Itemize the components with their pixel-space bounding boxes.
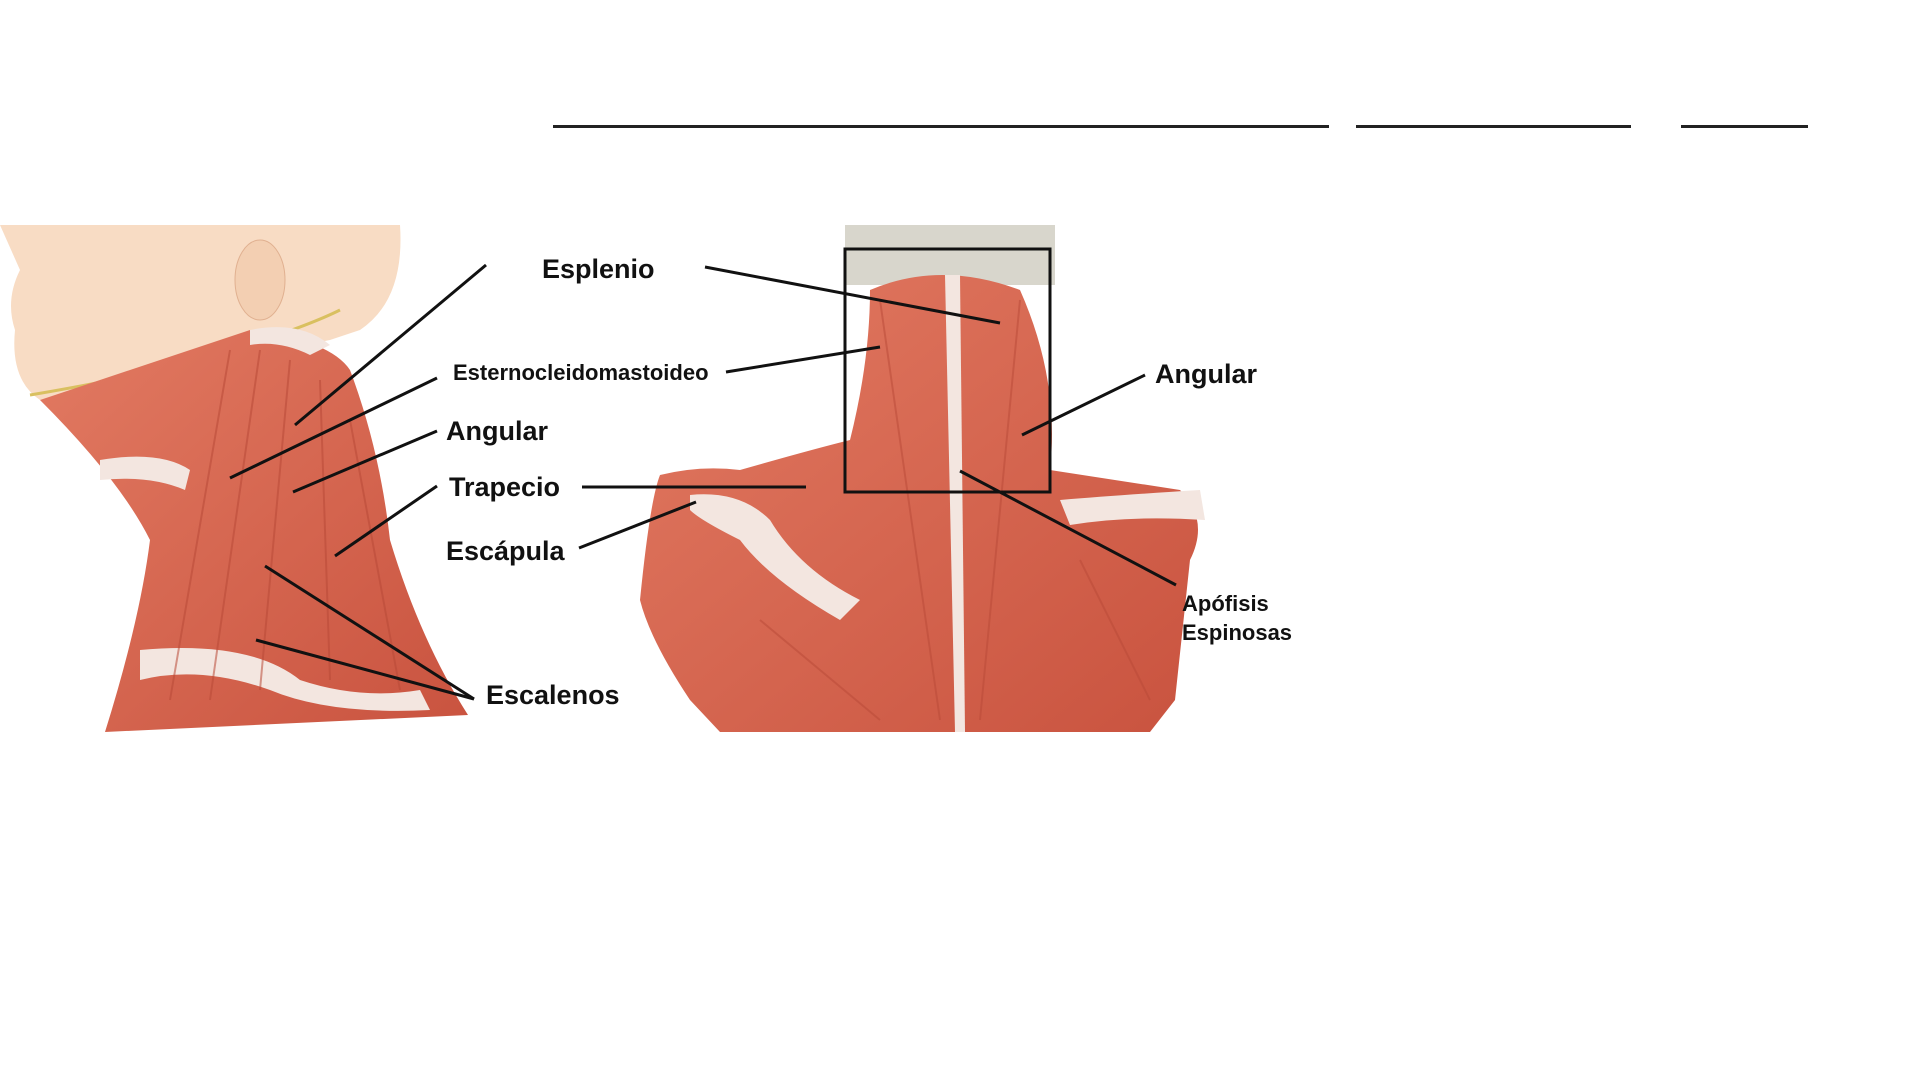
leader-lines bbox=[229, 263, 1177, 701]
label-angular-left: Angular bbox=[446, 416, 548, 446]
posterior-back-illustration bbox=[640, 225, 1205, 732]
answer-blank-1 bbox=[553, 125, 1329, 128]
label-angular-right: Angular bbox=[1155, 359, 1257, 389]
answer-blank-3 bbox=[1681, 125, 1808, 128]
label-apofisis: Apófisis bbox=[1182, 591, 1269, 616]
label-trapecio: Trapecio bbox=[449, 472, 560, 502]
label-espinosas: Espinosas bbox=[1182, 620, 1292, 645]
label-escapula: Escápula bbox=[446, 536, 566, 566]
label-esplenio: Esplenio bbox=[542, 254, 655, 284]
label-esternocleidomastoideo: Esternocleidomastoideo bbox=[453, 360, 709, 385]
label-escalenos: Escalenos bbox=[486, 680, 620, 710]
lateral-neck-illustration bbox=[0, 225, 468, 732]
neck-muscles-diagram: Esplenio Esternocleidomastoideo Angular … bbox=[0, 225, 1292, 732]
answer-blank-2 bbox=[1356, 125, 1631, 128]
detail-box bbox=[843, 247, 1052, 494]
